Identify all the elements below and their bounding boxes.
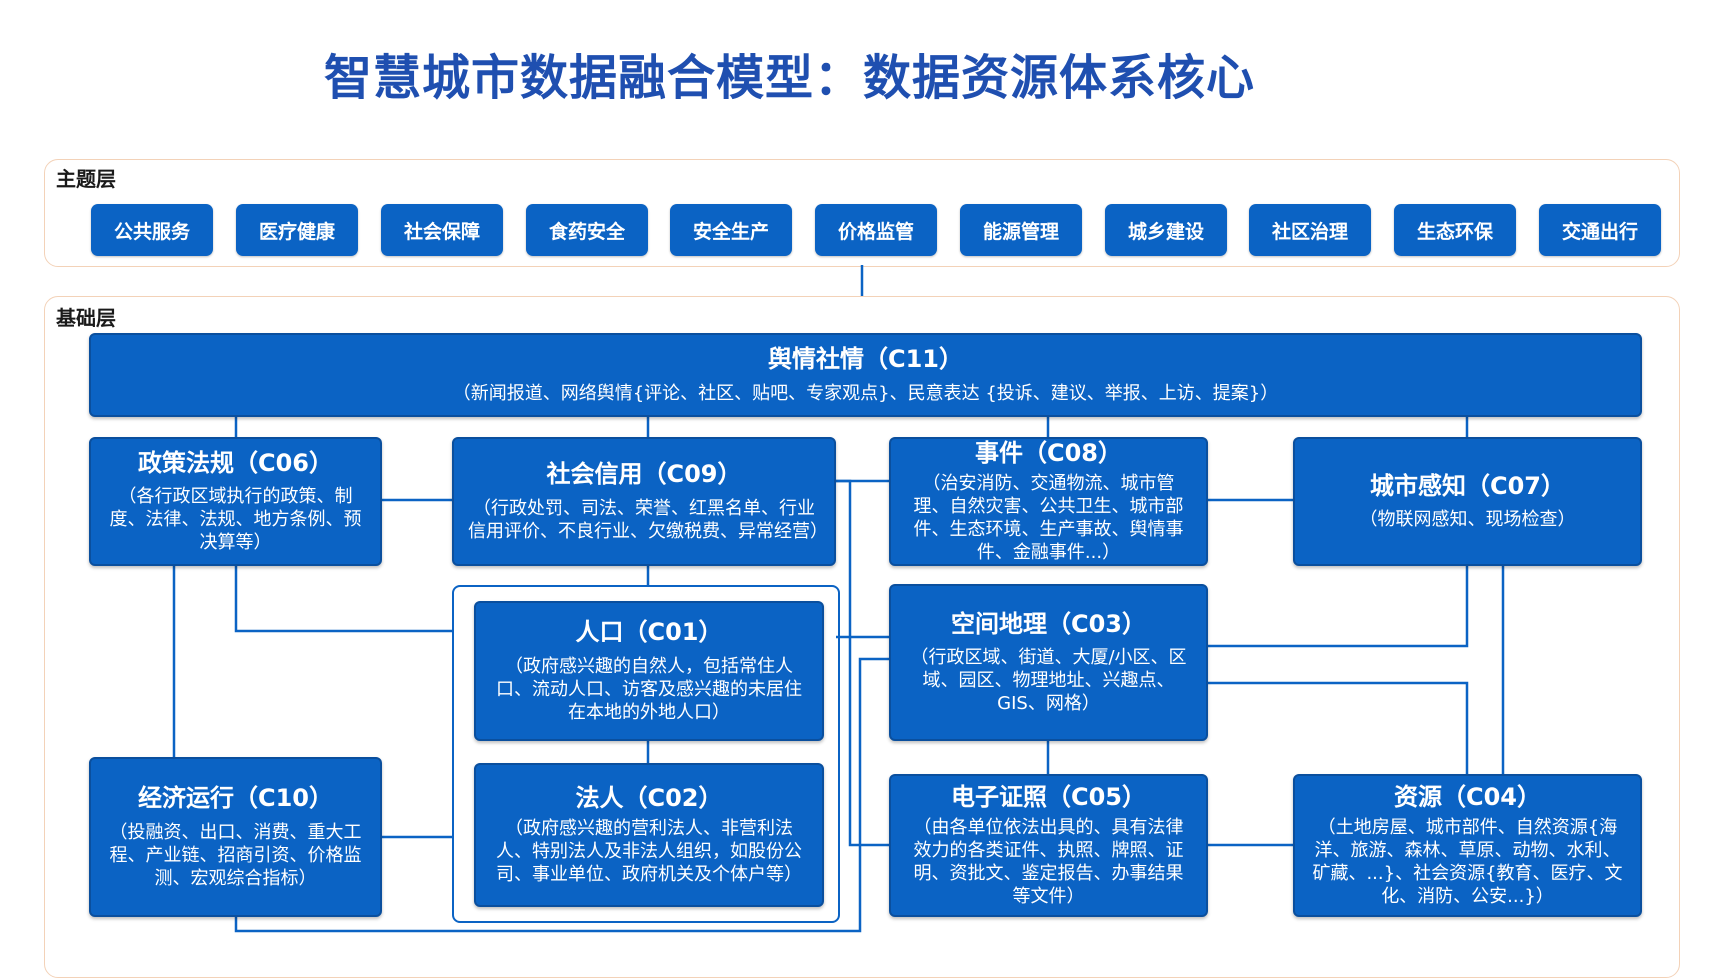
- c10-economic-operation-box[interactable]: 经济运行（C10） （投融资、出口、消费、重大工程、产业链、招商引资、价格监测、…: [89, 757, 382, 917]
- topic-social-security[interactable]: 社会保障: [381, 204, 503, 256]
- c01-desc: （政府感兴趣的自然人，包括常住人口、流动人口、访客及感兴趣的未居住在本地的外地人…: [496, 655, 802, 723]
- c01-population-box[interactable]: 人口（C01） （政府感兴趣的自然人，包括常住人口、流动人口、访客及感兴趣的未居…: [474, 601, 824, 741]
- topic-community-governance[interactable]: 社区治理: [1249, 204, 1371, 256]
- c05-title: 电子证照（C05）: [950, 783, 1146, 812]
- connectors: [172, 265, 1505, 933]
- c06-desc: （各行政区域执行的政策、制度、法律、法规、地方条例、预决算等）: [109, 486, 362, 554]
- c01-title: 人口（C01）: [575, 618, 723, 647]
- c10-c03-link: [234, 657, 889, 933]
- c02-legal-entity-box[interactable]: 法人（C02） （政府感兴趣的营利法人、非营利法人、特别法人及非法人组织，如股份…: [474, 763, 824, 907]
- c09-c05-link: [836, 479, 889, 847]
- c03-desc: （行政区域、街道、大厦/小区、区域、园区、物理地址、兴趣点、GIS、网格）: [910, 647, 1187, 715]
- c09-social-credit-box[interactable]: 社会信用（C09） （行政处罚、司法、荣誉、红黑名单、行业信用评价、不良行业、欠…: [452, 437, 836, 566]
- c08-desc: （治安消防、交通物流、城市管理、自然灾害、公共卫生、城市部件、生态环境、生产事故…: [913, 472, 1184, 563]
- c05-desc: （由各单位依法出具的、具有法律效力的各类证件、执照、牌照、证明、资批文、鉴定报告…: [913, 816, 1184, 907]
- c11-desc: （新闻报道、网络舆情{评论、社区、贴吧、专家观点}、民意表达 {投诉、建议、举报…: [452, 382, 1279, 404]
- c03-spatial-geography-box[interactable]: 空间地理（C03） （行政区域、街道、大厦/小区、区域、园区、物理地址、兴趣点、…: [889, 584, 1208, 741]
- c05-e-license-box[interactable]: 电子证照（C05） （由各单位依法出具的、具有法律效力的各类证件、执照、牌照、证…: [889, 774, 1208, 917]
- c04-title: 资源（C04）: [1393, 783, 1541, 812]
- c03-title: 空间地理（C03）: [950, 609, 1146, 638]
- topic-price-supervision[interactable]: 价格监管: [815, 204, 937, 256]
- c06-group-link: [234, 566, 452, 633]
- c11-public-opinion-box[interactable]: 舆情社情（C11） （新闻报道、网络舆情{评论、社区、贴吧、专家观点}、民意表达…: [89, 333, 1642, 417]
- topic-transportation[interactable]: 交通出行: [1539, 204, 1661, 256]
- c02-title: 法人（C02）: [575, 784, 723, 813]
- c07-desc: （物联网感知、现场检查）: [1359, 509, 1576, 531]
- theme-layer-label: 主题层: [56, 167, 116, 191]
- c11-title: 舆情社情（C11）: [767, 345, 963, 374]
- base-layer-label: 基础层: [56, 306, 116, 330]
- topic-healthcare[interactable]: 医疗健康: [236, 204, 358, 256]
- c03-c04-link: [1208, 681, 1469, 774]
- topic-urban-rural-construction[interactable]: 城乡建设: [1105, 204, 1227, 256]
- c02-desc: （政府感兴趣的营利法人、非营利法人、特别法人及非法人组织，如股份公司、事业单位、…: [496, 817, 802, 885]
- c06-policy-regulation-box[interactable]: 政策法规（C06） （各行政区域执行的政策、制度、法律、法规、地方条例、预决算等…: [89, 437, 382, 566]
- c06-title: 政策法规（C06）: [137, 448, 333, 477]
- c04-desc: （土地房屋、城市部件、自然资源{海洋、旅游、森林、草原、动物、水利、矿藏、...…: [1312, 816, 1623, 907]
- page-title: 智慧城市数据融合模型：数据资源体系核心: [323, 50, 1255, 106]
- c08-title: 事件（C08）: [974, 439, 1122, 468]
- entity-group-frame: [452, 585, 840, 923]
- c07-c03-link: [1208, 566, 1469, 648]
- c08-event-box[interactable]: 事件（C08） （治安消防、交通物流、城市管理、自然灾害、公共卫生、城市部件、生…: [889, 437, 1208, 566]
- c10-desc: （投融资、出口、消费、重大工程、产业链、招商引资、价格监测、宏观综合指标）: [109, 821, 362, 889]
- topic-ecology-environment[interactable]: 生态环保: [1394, 204, 1516, 256]
- topic-food-drug-safety[interactable]: 食药安全: [526, 204, 648, 256]
- c04-resources-box[interactable]: 资源（C04） （土地房屋、城市部件、自然资源{海洋、旅游、森林、草原、动物、水…: [1293, 774, 1642, 917]
- c09-title: 社会信用（C09）: [546, 460, 742, 489]
- c07-title: 城市感知（C07）: [1369, 471, 1565, 500]
- topic-public-service[interactable]: 公共服务: [91, 204, 213, 256]
- c09-desc: （行政处罚、司法、荣誉、红黑名单、行业信用评价、不良行业、欠缴税费、异常经营）: [468, 497, 828, 542]
- topic-production-safety[interactable]: 安全生产: [670, 204, 792, 256]
- c10-title: 经济运行（C10）: [137, 784, 333, 813]
- c07-city-perception-box[interactable]: 城市感知（C07） （物联网感知、现场检查）: [1293, 437, 1642, 566]
- topic-energy-management[interactable]: 能源管理: [960, 204, 1082, 256]
